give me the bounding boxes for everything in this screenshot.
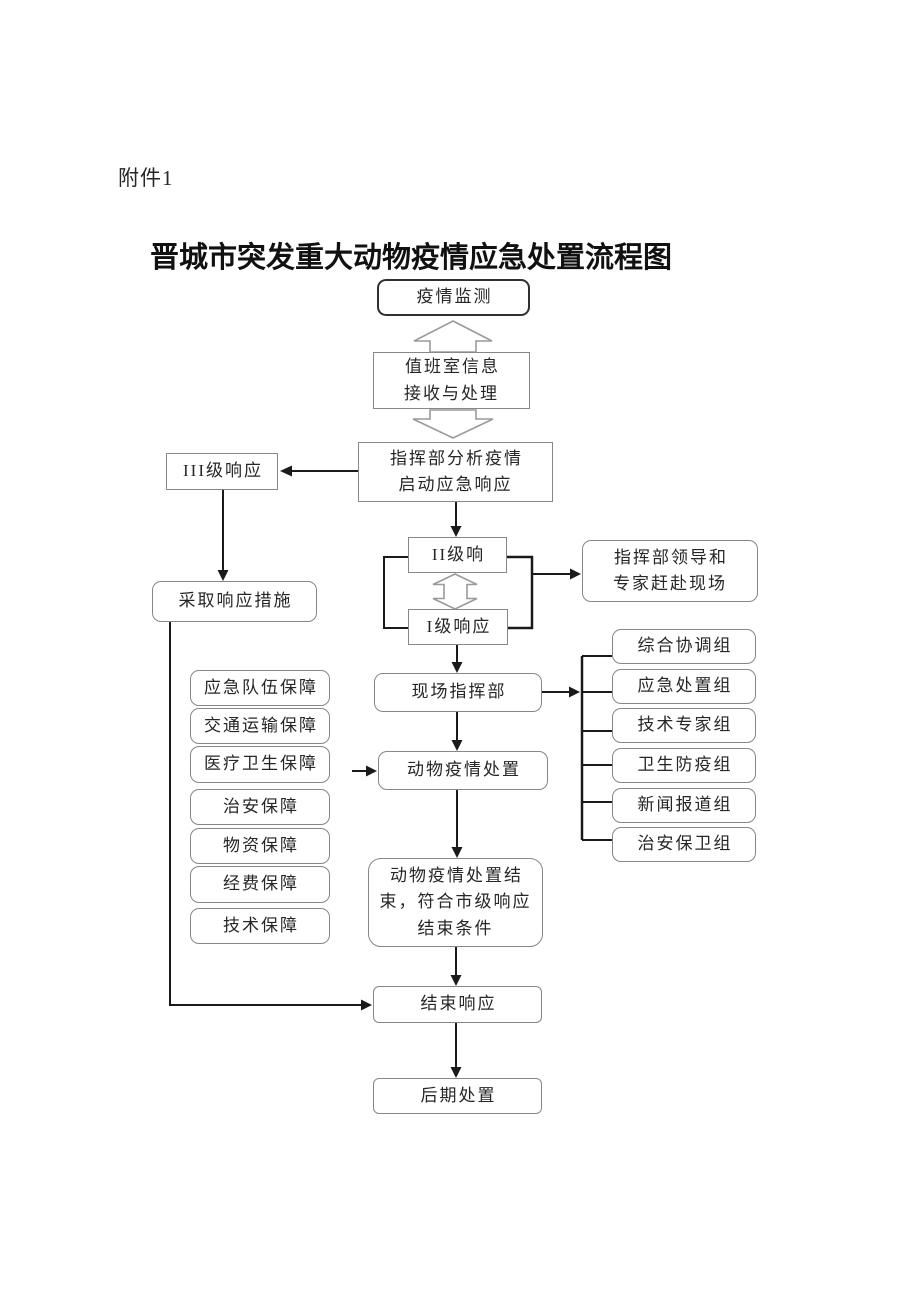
arrowhead-down [217, 570, 229, 581]
node-group-health-epidemic: 卫生防疫组 [612, 748, 756, 783]
node-support-medical: 医疗卫生保障 [190, 746, 330, 783]
arrowhead-right [570, 568, 581, 580]
node-leaders-to-scene: 指挥部领导和 专家赶赴现场 [582, 540, 758, 602]
arrowhead-right [366, 765, 377, 777]
node-support-funds: 经费保障 [190, 866, 330, 903]
arrowhead-down [451, 740, 463, 751]
node-level-3-response: III级响应 [166, 453, 278, 490]
node-onsite-command: 现场指挥部 [374, 673, 542, 712]
node-support-transport: 交通运输保障 [190, 708, 330, 744]
node-command-analysis: 指挥部分析疫情 启动应急响应 [358, 442, 553, 502]
node-support-materials: 物资保障 [190, 828, 330, 864]
node-group-public-security: 治安保卫组 [612, 827, 756, 862]
arrowhead-right [569, 686, 580, 698]
bracket-left [383, 556, 408, 629]
node-level-2-response: II级响 [408, 537, 507, 573]
arrowhead-down [451, 847, 463, 858]
node-end-response: 结束响应 [373, 986, 542, 1023]
arrowhead-down [450, 975, 462, 986]
block-arrow-down-icon [412, 409, 494, 439]
arrowhead-down [450, 526, 462, 537]
node-post-disposal: 后期处置 [373, 1078, 542, 1114]
node-support-security: 治安保障 [190, 789, 330, 825]
node-group-technical-experts: 技术专家组 [612, 708, 756, 743]
block-arrow-up-icon [413, 320, 493, 353]
node-support-emergency-team: 应急队伍保障 [190, 670, 330, 706]
arrowhead-right [361, 999, 372, 1011]
node-group-coordination: 综合协调组 [612, 629, 756, 664]
attachment-label: 附件1 [118, 166, 174, 190]
arrowhead-down [451, 662, 463, 673]
block-arrow-updown-icon [432, 573, 478, 610]
arrowhead-left [280, 465, 292, 477]
page-title: 晋城市突发重大动物疫情应急处置流程图 [150, 242, 673, 274]
node-response-measures: 采取响应措施 [152, 581, 317, 622]
arrowhead-down [450, 1067, 462, 1078]
line-measures-to-endresponse [169, 622, 362, 1006]
node-group-emergency-disposal: 应急处置组 [612, 669, 756, 704]
node-epidemic-monitor: 疫情监测 [377, 279, 530, 316]
node-group-news-report: 新闻报道组 [612, 788, 756, 823]
node-epidemic-disposal: 动物疫情处置 [378, 751, 548, 790]
node-support-technology: 技术保障 [190, 908, 330, 944]
node-duty-room: 值班室信息 接收与处理 [373, 352, 530, 409]
node-level-1-response: I级响应 [408, 609, 508, 645]
node-disposal-end: 动物疫情处置结 束，符合市级响应 结束条件 [368, 858, 543, 947]
bracket-right [507, 555, 534, 630]
